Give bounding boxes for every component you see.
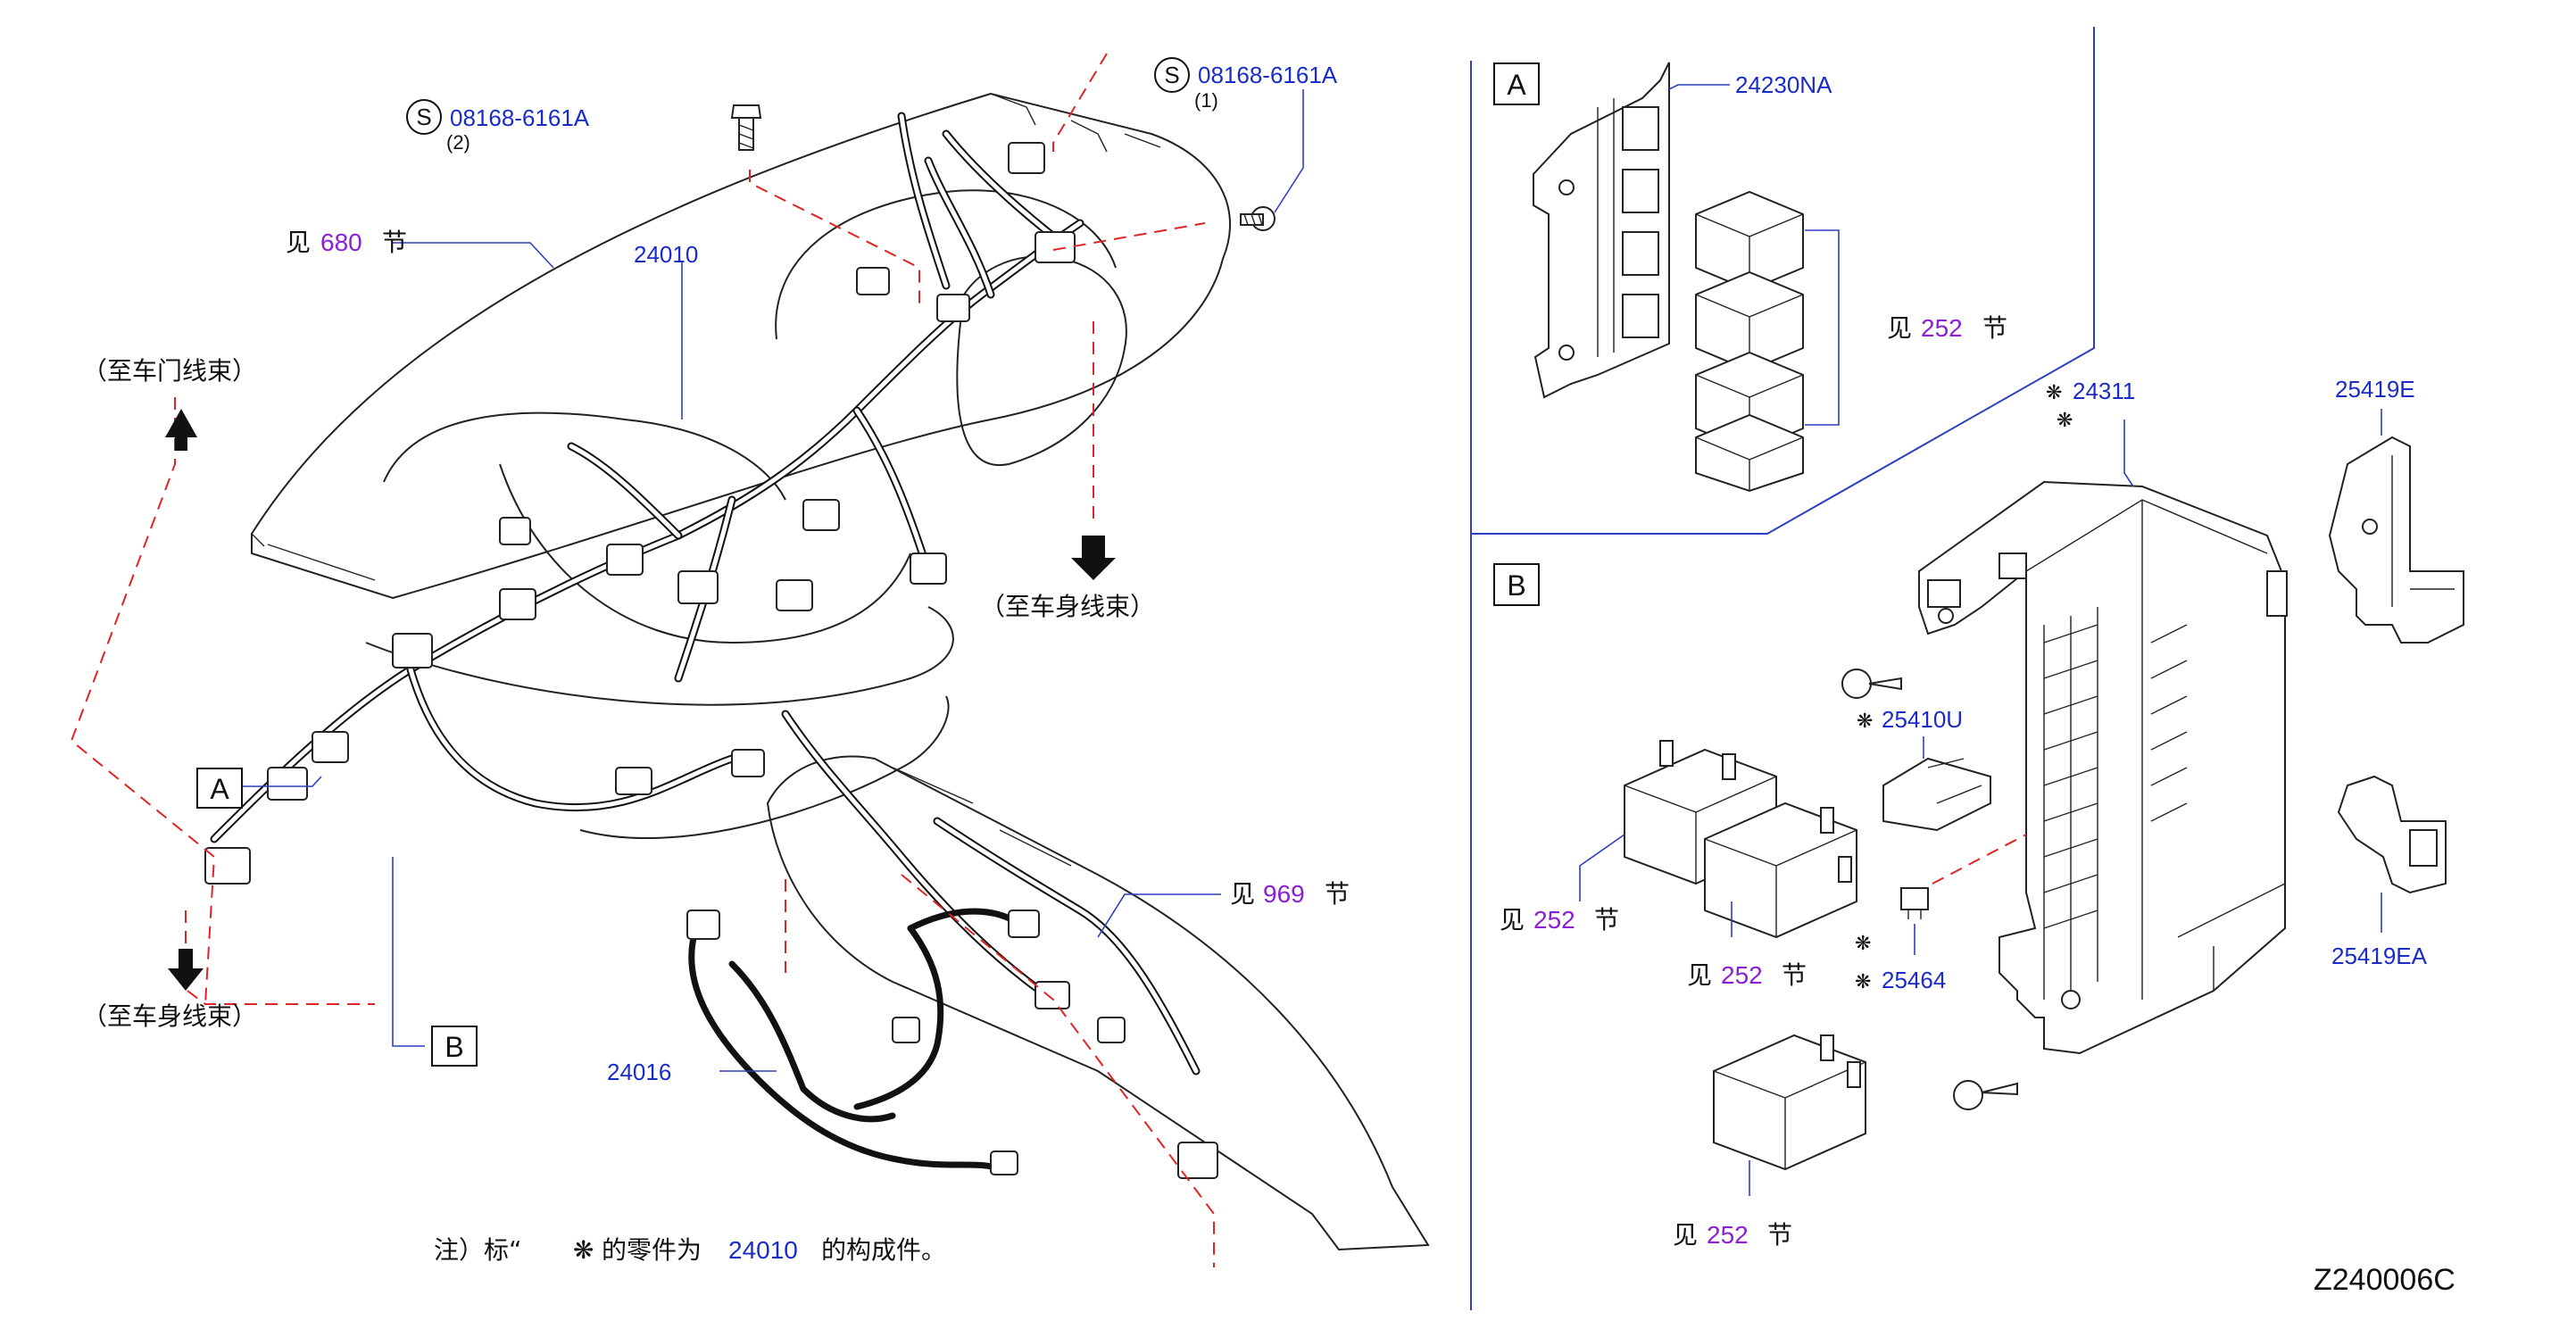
svg-text:A: A [210,773,229,805]
panel-b: B [1493,376,2464,1250]
component-mark-icon: ❋ [1855,933,1871,955]
label-bolt-left: S 08168-6161A (2) [406,99,590,154]
arrow-up-icon [165,409,197,451]
bolt-right-mark: S [1164,62,1179,88]
panel-b-title: B [1507,569,1525,602]
panel-a: A 24230NA 见 252 节 [1493,62,2007,493]
relay-mid-drawing [1704,802,1857,939]
relay-bracket-drawing [1533,62,1670,399]
bracket-25419ea-drawing [2337,775,2447,894]
part-25419EA: 25419EA [2331,943,2428,969]
svg-text:的构成件。: 的构成件。 [821,1235,946,1265]
relay-stack-drawing [1695,190,1804,493]
label-see-969: 见 969 节 [1230,879,1350,909]
bolt-right-qty: (1) [1194,89,1218,112]
fuse-25464-drawing [1900,887,1929,919]
component-mark-icon: ❋ [1857,710,1873,733]
callout-b: B [431,1026,478,1067]
svg-text:节: 节 [1594,905,1619,934]
screw-top-icon [1841,669,1902,699]
footnote: 注）标“ ❋ 的零件为 24010 的构成件。 [434,1235,946,1265]
svg-text:见: 见 [1687,960,1712,990]
svg-text:见: 见 [1673,1220,1698,1250]
component-mark-icon: ❋ [2046,382,2062,404]
part-25410U: 25410U [1882,706,1963,733]
svg-text:注）标“: 注）标“ [434,1235,522,1265]
to-body-harness-label-mid: （至车身线束） [980,592,1155,621]
component-mark-icon: ❋ [573,1235,594,1265]
standard-part-mark-icon [406,99,442,135]
section-252-b: 252 [1533,906,1575,934]
bracket-25419e-drawing [2328,436,2464,644]
screw-bottom-icon [1953,1080,2018,1110]
label-see-252-d: 见 252 节 [1673,1220,1792,1250]
part-24311: 24311 [2073,378,2135,404]
label-see-680: 见 680 节 [286,228,407,257]
bolt-right-icon [1240,206,1276,231]
arrow-down-icon [1071,536,1116,580]
svg-text:见: 见 [286,228,311,257]
instrument-panel-outline [251,92,1430,1251]
component-mark-icon: ❋ [1855,971,1871,993]
part-24010-label: 24010 [634,241,698,268]
svg-text:B: B [445,1031,463,1063]
svg-text:节: 节 [1782,960,1807,990]
svg-text:节: 节 [1982,313,2007,343]
arrows [165,409,1116,991]
section-680: 680 [320,228,362,256]
section-252-a: 252 [1921,314,1963,342]
leader-lines-left [242,89,1304,1072]
fuse-block-drawing [1918,480,2288,1055]
svg-text:节: 节 [1325,879,1350,909]
diagram-code: Z240006C [2314,1263,2456,1297]
bolt-left-icon [730,104,762,151]
component-mark-icon: ❋ [2057,410,2073,432]
svg-text:见: 见 [1500,905,1525,934]
bolt-left-part: 08168-6161A [450,104,590,131]
relay-bottom-drawing [1713,1034,1866,1171]
bolt-right-part: 08168-6161A [1198,62,1338,88]
standard-part-mark-icon [1154,57,1190,93]
svg-text:的零件为: 的零件为 [602,1235,702,1265]
part-24230NA: 24230NA [1735,71,1832,98]
console-harness [781,710,1218,1179]
arrow-down-icon [168,949,204,991]
part-25419E: 25419E [2335,376,2415,403]
sub-harness-24016 [686,908,1040,1175]
callout-a: A [196,768,243,809]
svg-text:节: 节 [1767,1220,1792,1250]
note-part-24010: 24010 [728,1236,798,1264]
section-252-d: 252 [1707,1221,1749,1249]
to-door-harness-label: （至车门线束） [82,356,257,386]
label-see-252-b: 见 252 节 [1500,905,1619,934]
to-body-harness-label-left: （至车身线束） [82,1001,257,1031]
panel-dividers [1470,27,2095,1310]
bolt-left-mark: S [416,104,431,130]
part-24016-label: 24016 [607,1059,671,1085]
section-252-c: 252 [1721,961,1763,989]
fuse-puller-drawing [1882,757,1991,832]
main-harness-24010 [204,112,1084,885]
svg-text:见: 见 [1887,313,1912,343]
label-see-252-c: 见 252 节 [1687,960,1807,990]
panel-a-title: A [1507,69,1526,101]
section-969: 969 [1263,880,1305,908]
svg-text:节: 节 [382,228,407,257]
part-25464: 25464 [1882,967,1946,993]
bolt-left-qty: (2) [446,131,470,154]
svg-text:见: 见 [1230,879,1255,909]
label-bolt-right: S 08168-6161A (1) [1154,57,1338,112]
